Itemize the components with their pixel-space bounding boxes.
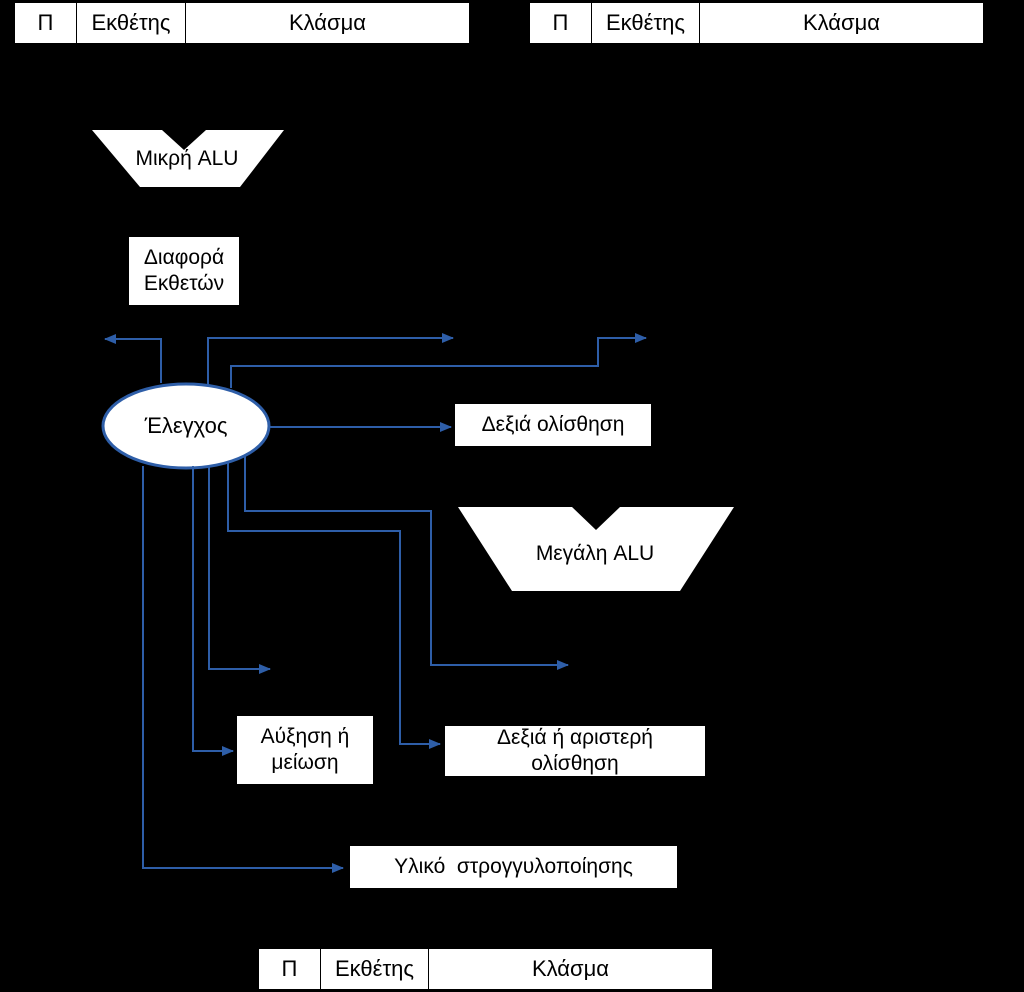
control-line-top-mux xyxy=(207,333,454,385)
exponent-difference-line2: Εκθετών xyxy=(143,272,225,295)
register-operand-2: Π Εκθέτης Κλάσμα xyxy=(529,2,984,44)
small-alu-label: Μικρή ALU xyxy=(135,147,239,170)
sign-field: Π xyxy=(259,949,321,989)
fraction-field: Κλάσμα xyxy=(802,10,881,35)
control-line-right-mux xyxy=(230,333,647,388)
right-shift-label: Δεξιά ολίσθηση xyxy=(481,413,625,436)
sign-field: Π xyxy=(15,3,77,43)
fraction-field: Κλάσμα xyxy=(531,956,610,981)
exponent-field: Εκθέτης xyxy=(77,3,186,43)
increment-decrement-line2: μείωση xyxy=(271,751,339,774)
big-alu-label: Μεγάλη ALU xyxy=(535,542,655,565)
shift-left-right-line1: Δεξιά ή αριστερή xyxy=(497,726,653,749)
exponent-field: Εκθέτης xyxy=(592,3,700,43)
rounding-hardware-box: Υλικό στρογγυλοποίησης xyxy=(350,846,677,888)
register-result: Π Εκθέτης Κλάσμα xyxy=(258,948,713,990)
big-alu-shape xyxy=(458,507,734,591)
register-operand-1: Π Εκθέτης Κλάσμα xyxy=(14,2,470,44)
small-alu-shape xyxy=(92,130,284,187)
shift-left-right-line2: ολίσθηση xyxy=(531,752,619,775)
exponent-difference-line1: Διαφορά xyxy=(143,246,225,269)
increment-decrement-box: Αύξηση ή μείωση xyxy=(237,716,373,784)
control-line-rounding xyxy=(142,466,344,873)
sign-field: Π xyxy=(530,3,592,43)
control-label: Έλεγχος xyxy=(144,413,228,438)
shift-left-right-box: Δεξιά ή αριστερή ολίσθηση xyxy=(445,726,705,776)
control-line-inc-dec xyxy=(192,466,234,756)
control-line-shift-lr xyxy=(227,462,441,749)
exponent-difference-box: Διαφορά Εκθετών xyxy=(129,237,239,305)
right-shift-box: Δεξιά ολίσθηση xyxy=(455,404,651,446)
increment-decrement-line1: Αύξηση ή xyxy=(260,725,350,748)
rounding-hardware-label: Υλικό στρογγυλοποίησης xyxy=(394,855,633,878)
fraction-field: Κλάσμα xyxy=(288,10,367,35)
control-line-lower-mux xyxy=(208,466,271,674)
control-line-left-mux xyxy=(104,334,162,383)
exponent-field: Εκθέτης xyxy=(321,949,429,989)
control-line-alu-mux xyxy=(244,455,569,670)
